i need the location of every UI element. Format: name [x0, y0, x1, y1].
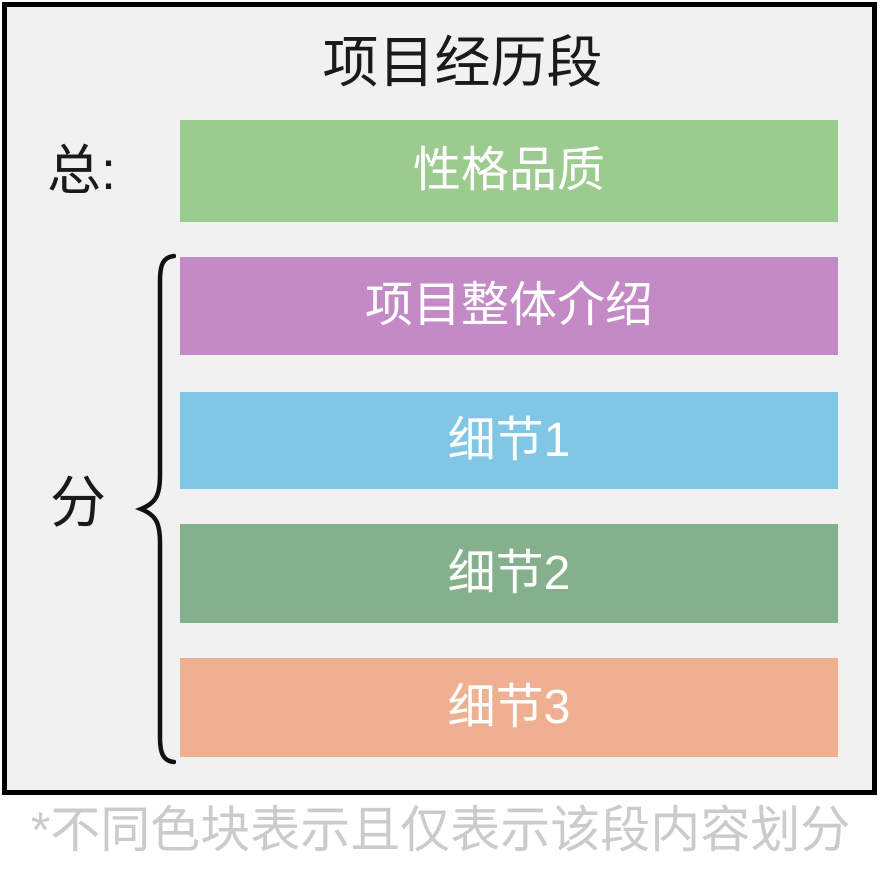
diagram-frame: 项目经历段 总: 性格品质 分 项目整体介绍 细节1 细节2 细节3	[2, 2, 877, 795]
bar-detail-2: 细节2	[180, 524, 838, 623]
bar-project-overview: 项目整体介绍	[180, 257, 838, 355]
diagram-title: 项目经历段	[322, 31, 603, 94]
footnote: *不同色块表示且仅表示该段内容划分	[30, 802, 851, 858]
bar-detail-1: 细节1	[180, 392, 838, 489]
bar-personality-quality: 性格品质	[180, 120, 838, 222]
bar-detail-3: 细节3	[180, 658, 838, 757]
curly-brace-icon	[134, 253, 176, 765]
label-fen: 分	[50, 471, 106, 534]
label-zong: 总:	[47, 141, 117, 201]
